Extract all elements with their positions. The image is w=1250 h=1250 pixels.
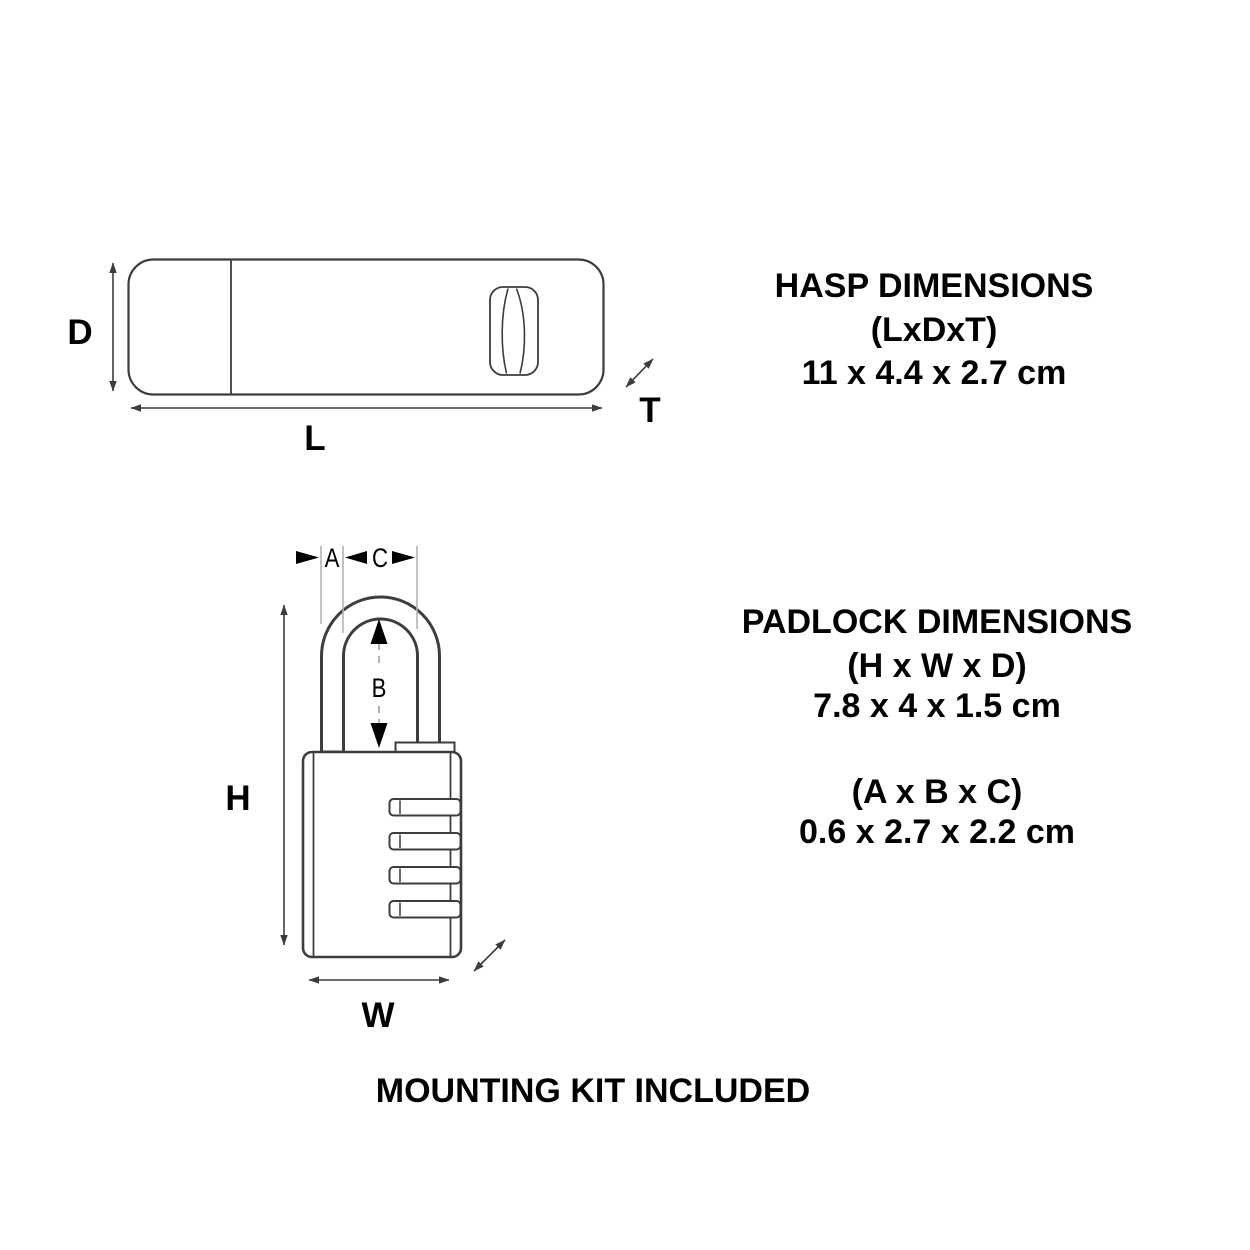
arrowhead-b-down <box>370 723 388 748</box>
padlock-diagram: A C <box>225 544 506 1035</box>
padlock-shackle <box>320 595 441 754</box>
padlock-info-title: PADLOCK DIMENSIONS <box>742 603 1132 641</box>
padlock-info-formula-hwd: (H x W x D) <box>847 647 1026 685</box>
padlock-body <box>301 750 463 959</box>
hasp-length-label: L <box>304 419 325 458</box>
dial-3 <box>388 866 462 885</box>
padlock-width-label: W <box>361 996 394 1035</box>
padlock-info-values-abc: 0.6 x 2.7 x 2.2 cm <box>799 813 1075 851</box>
arrowhead-c-left <box>345 551 367 564</box>
hasp-thickness-label: T <box>639 391 660 430</box>
hasp-diagram: D L T <box>67 258 661 458</box>
padlock-info-values-hwd: 7.8 x 4 x 1.5 cm <box>813 687 1061 725</box>
dial-4 <box>388 900 462 919</box>
hasp-body <box>127 258 605 396</box>
shackle-width-label: C <box>372 544 388 574</box>
padlock-depth-arrow <box>473 939 506 972</box>
hasp-info: HASP DIMENSIONS (LxDxT) 11 x 4.4 x 2.7 c… <box>775 267 1094 392</box>
hasp-thickness-arrow <box>625 358 654 388</box>
arrowhead-a-outer <box>296 551 319 564</box>
arrowhead-b-up <box>370 619 388 644</box>
dial-2 <box>388 832 462 851</box>
shackle-clearance-dimension: B <box>370 619 388 748</box>
mounting-kit-note: MOUNTING KIT INCLUDED <box>376 1072 810 1110</box>
hasp-info-values: 11 x 4.4 x 2.7 cm <box>802 354 1067 392</box>
arrowhead-c-right <box>392 551 415 564</box>
shackle-thickness-label: A <box>325 544 340 574</box>
padlock-height-label: H <box>225 779 250 818</box>
hasp-depth-label: D <box>67 313 92 352</box>
padlock-info-formula-abc: (A x B x C) <box>852 773 1023 811</box>
shackle-clearance-label: B <box>372 674 387 704</box>
hasp-info-formula: (LxDxT) <box>871 311 998 349</box>
padlock-info: PADLOCK DIMENSIONS (H x W x D) 7.8 x 4 x… <box>742 603 1132 851</box>
hasp-slot <box>489 286 539 376</box>
hasp-info-title: HASP DIMENSIONS <box>775 267 1094 305</box>
combination-dials <box>388 798 462 919</box>
dial-1 <box>388 798 462 817</box>
